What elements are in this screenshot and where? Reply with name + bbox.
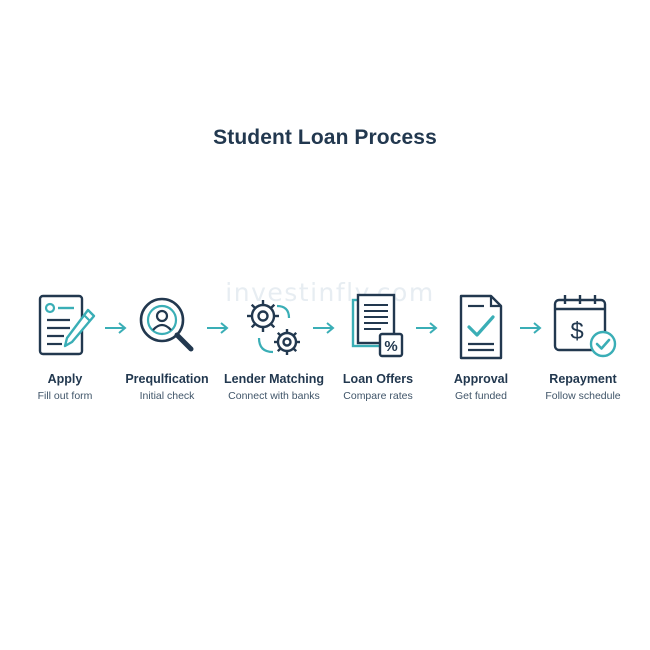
step-label: Repayment <box>549 372 617 386</box>
step-sub: Compare rates <box>343 390 413 402</box>
magnifier-person-icon <box>139 297 194 352</box>
step-lender-matching: Lender Matching Connect with banks <box>219 292 329 402</box>
arrow-right-icon <box>207 322 229 334</box>
svg-text:$: $ <box>570 318 583 345</box>
step-prequalification: Prequlfication Initial check <box>112 292 222 402</box>
arrow-right-icon <box>105 322 127 334</box>
gears-icon <box>247 300 300 355</box>
calendar-dollar-icon: $ <box>553 295 617 358</box>
step-sub: Follow schedule <box>545 390 621 402</box>
step-approval: Approval Get funded <box>426 292 536 402</box>
document-check-icon <box>459 294 503 360</box>
step-apply: Apply Fill out form <box>10 292 120 402</box>
step-label: Apply <box>47 372 83 386</box>
step-sub: Fill out form <box>37 390 93 402</box>
step-sub: Get funded <box>455 390 507 402</box>
arrow-right-icon <box>313 322 335 334</box>
svg-text:%: % <box>384 338 397 355</box>
step-label: Prequlfication <box>125 372 209 386</box>
step-label: Lender Matching <box>223 372 324 386</box>
page-title: Student Loan Process <box>213 126 437 149</box>
arrow-right-icon <box>416 322 438 334</box>
step-repayment: $ Repayment Follow schedule <box>528 292 638 402</box>
step-label: Loan Offers <box>342 372 414 386</box>
form-pencil-icon <box>38 294 96 356</box>
documents-percent-icon: % <box>351 293 404 358</box>
watermark: investinfly.com <box>225 278 435 307</box>
step-sub: Initial check <box>139 390 195 402</box>
arrow-right-icon <box>520 322 542 334</box>
step-label: Approval <box>453 372 509 386</box>
step-loan-offers: % Loan Offers Compare rates <box>323 292 433 402</box>
step-sub: Connect with banks <box>228 390 320 402</box>
